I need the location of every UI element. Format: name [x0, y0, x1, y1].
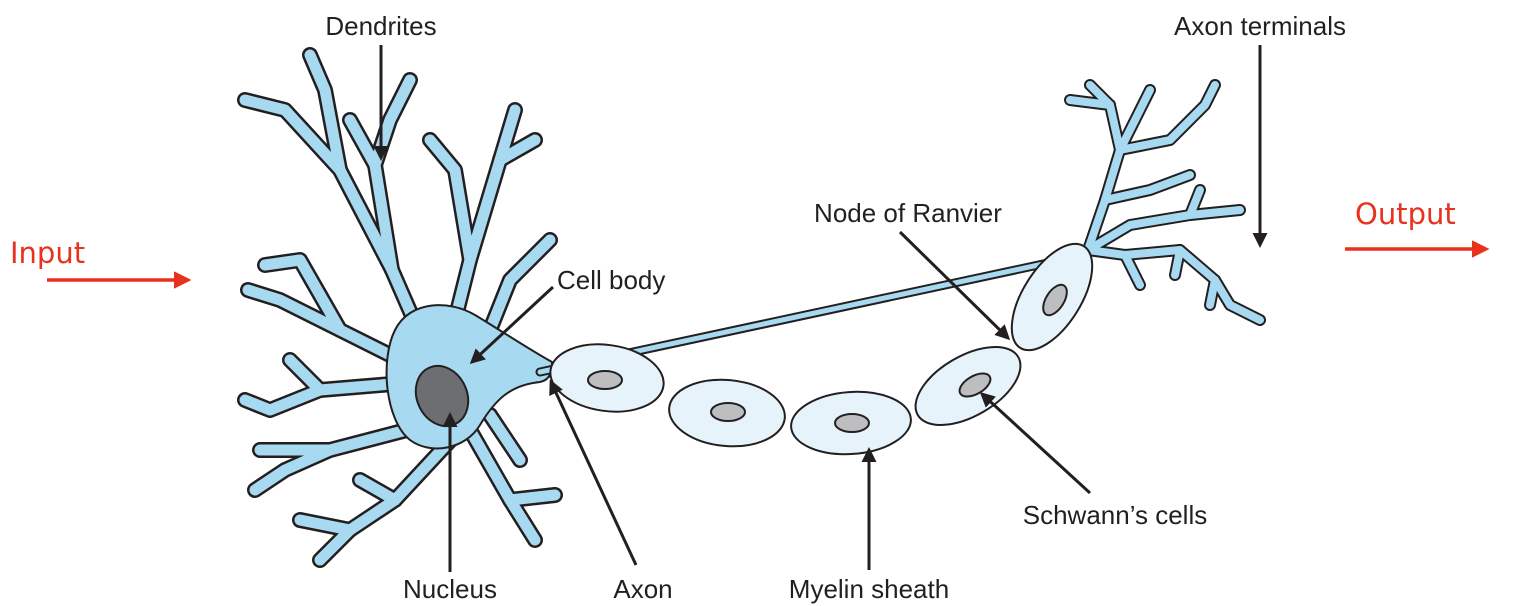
cell-body-shape: [387, 305, 552, 448]
label-output: Output: [1355, 197, 1456, 231]
label-axon-terminals: Axon terminals: [1174, 11, 1346, 41]
label-nucleus: Nucleus: [403, 574, 497, 604]
dendrites-shape: [245, 55, 555, 560]
schwann-cell: [789, 388, 913, 458]
label-input: Input: [10, 236, 85, 270]
label-dendrites: Dendrites: [325, 11, 436, 41]
label-myelin-sheath: Myelin sheath: [789, 574, 949, 604]
node-of-ranvier-pointer: [900, 232, 1008, 338]
label-schwanns-cells: Schwann’s cells: [1023, 500, 1208, 530]
axon-terminals-shape: [1070, 85, 1260, 320]
label-axon: Axon: [613, 574, 672, 604]
label-cell-body: Cell body: [557, 265, 665, 295]
schwanns-cells-pointer: [982, 394, 1090, 493]
label-node-of-ranvier: Node of Ranvier: [814, 198, 1002, 228]
schwann-cell: [666, 375, 787, 451]
